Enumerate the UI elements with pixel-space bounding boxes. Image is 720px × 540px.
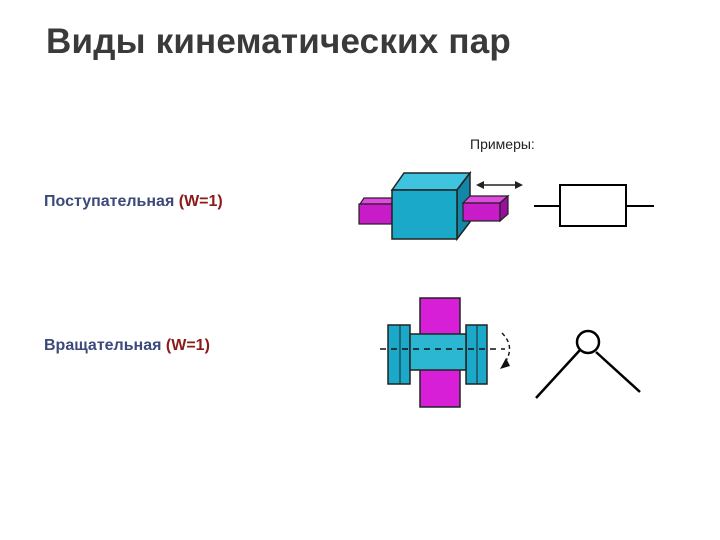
revolute-pair-label: Вращательная (W=1) (44, 337, 210, 355)
examples-label: Примеры: (470, 136, 535, 152)
prismatic-pair-label: Поступательная (W=1) (44, 193, 223, 211)
prismatic-pair-name: Поступательная (44, 193, 175, 210)
revolute-pair-illustration (380, 297, 511, 408)
revolute-pair-name: Вращательная (44, 337, 162, 354)
prismatic-pair-symbol (534, 184, 654, 227)
prismatic-pair-dof: (W=1) (178, 193, 223, 210)
revolute-pair-symbol (535, 329, 641, 399)
prismatic-pair-illustration (358, 170, 523, 242)
revolute-pair-dof: (W=1) (165, 337, 210, 354)
slide-title: Виды кинематических пар (46, 22, 511, 61)
